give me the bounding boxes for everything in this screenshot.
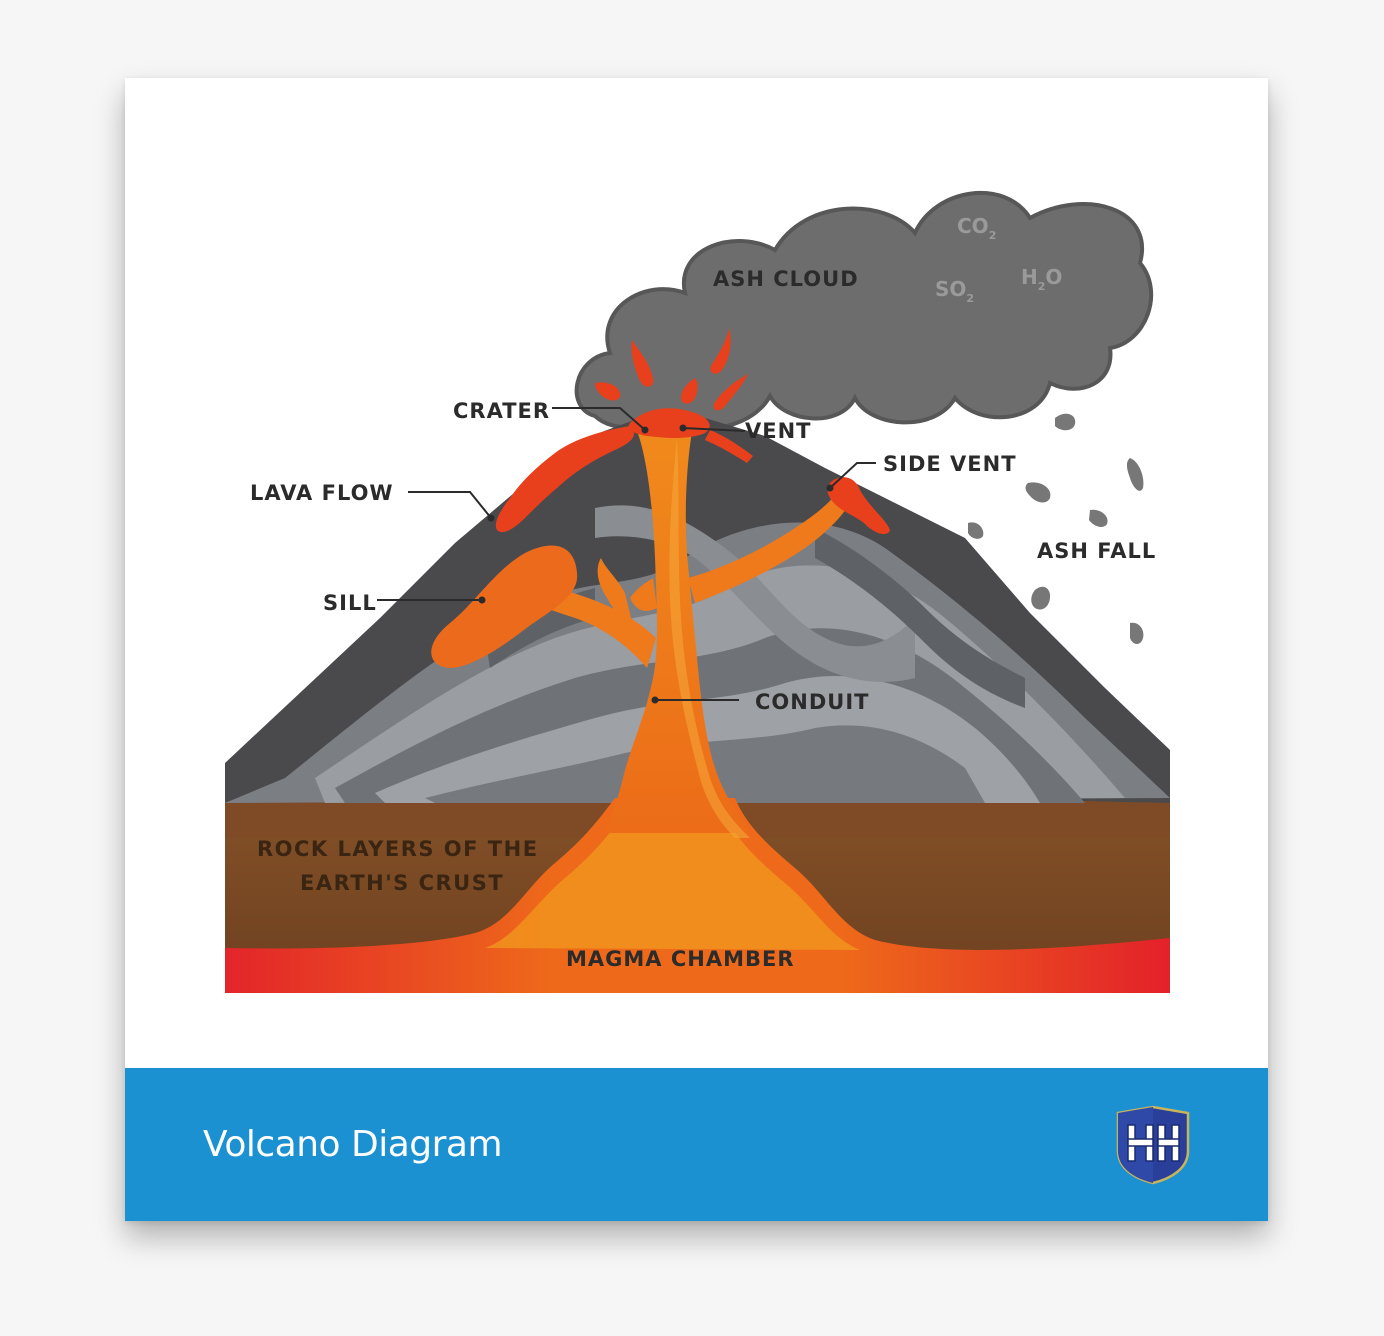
diagram-title: Volcano Diagram — [203, 1123, 502, 1167]
label-crater: CRATER — [453, 399, 550, 423]
label-vent: VENT — [745, 419, 812, 443]
label-ash-cloud: ASH CLOUD — [713, 267, 859, 291]
label-magma-chamber: MAGMA CHAMBER — [566, 947, 795, 971]
diagram-card: ASH CLOUD CRATER VENT SIDE VENT LAVA FLO… — [125, 78, 1268, 1221]
school-crest-icon — [1114, 1105, 1192, 1185]
label-rock-layers-1: ROCK LAYERS OF THE — [257, 837, 539, 861]
label-lava-flow: LAVA FLOW — [250, 481, 394, 505]
ash-cloud — [577, 193, 1152, 429]
label-side-vent: SIDE VENT — [883, 452, 1017, 476]
volcano-diagram: ASH CLOUD CRATER VENT SIDE VENT LAVA FLO… — [125, 78, 1268, 1068]
label-ash-fall: ASH FALL — [1037, 539, 1156, 563]
caption-bar: Volcano Diagram — [125, 1068, 1268, 1221]
label-sill: SILL — [323, 591, 377, 615]
label-rock-layers-2: EARTH'S CRUST — [300, 871, 504, 895]
label-conduit: CONDUIT — [755, 690, 869, 714]
